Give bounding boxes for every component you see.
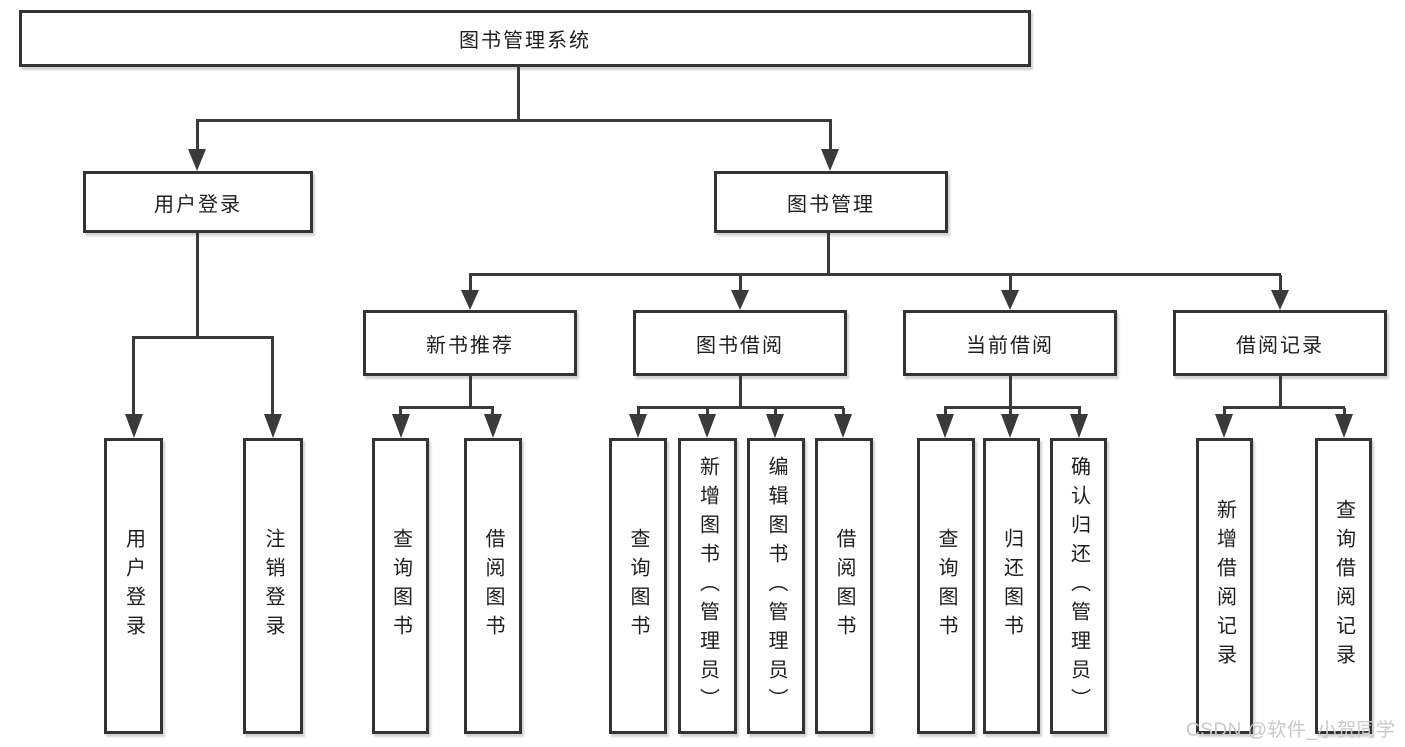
connector-borrowing-split-bar xyxy=(637,406,844,409)
connector-borrowing-stem xyxy=(739,376,742,406)
connector-user-login-drop xyxy=(196,121,199,151)
arrowhead-current-child2 xyxy=(1001,414,1019,438)
node-root-label: 图书管理系统 xyxy=(459,30,591,52)
leaf-query-books-current-label: 查询图书 xyxy=(935,528,957,644)
leaf-borrow-books: 借阅图书 xyxy=(815,438,873,734)
leaf-add-borrow-record-label: 新增借阅记录 xyxy=(1213,499,1236,673)
arrowhead-current xyxy=(1001,290,1019,310)
arrowhead-borrowing-child1 xyxy=(629,414,647,438)
arrowhead-current-child1 xyxy=(936,414,954,438)
connector-recommend-drop xyxy=(469,275,472,292)
node-book-management-label: 图书管理 xyxy=(787,193,875,216)
connector-borrowing-drop xyxy=(739,275,742,292)
connector-records-drop xyxy=(1279,275,1282,292)
arrowhead-borrowing-child4 xyxy=(834,414,852,438)
leaf-query-books-recommend-label: 查询图书 xyxy=(389,528,412,644)
leaf-borrow-books-recommend: 借阅图书 xyxy=(464,438,522,734)
connector-records-split-bar xyxy=(1223,406,1345,409)
leaf-return-books-label: 归还图书 xyxy=(1000,528,1023,644)
node-borrowing-records-label: 借阅记录 xyxy=(1236,334,1324,357)
node-user-login: 用户登录 xyxy=(83,171,313,233)
connector-borrowing-child3-drop xyxy=(774,408,777,416)
connector-book-mgmt-stem xyxy=(827,233,830,275)
connector-level2-bar xyxy=(196,119,832,122)
connector-current-stem xyxy=(1009,376,1012,406)
connector-user-login-stem xyxy=(196,233,199,336)
leaf-borrow-books-recommend-label: 借阅图书 xyxy=(482,528,504,644)
leaf-user-login-label: 用户登录 xyxy=(122,528,145,644)
leaf-add-books-admin: 新增图书（管理员） xyxy=(678,438,737,734)
node-borrowing-records: 借阅记录 xyxy=(1173,310,1387,376)
arrowhead-recommend-child1 xyxy=(392,414,410,438)
leaf-edit-books-admin-label: 编辑图书（管理员） xyxy=(765,455,787,717)
leaf-edit-books-admin: 编辑图书（管理员） xyxy=(747,438,805,734)
arrowhead-recommend-child2 xyxy=(484,414,502,438)
leaf-query-books-borrowing: 查询图书 xyxy=(609,438,667,734)
leaf-confirm-return-admin: 确认归还（管理员） xyxy=(1050,438,1107,734)
connector-records-child2-drop xyxy=(1343,408,1346,416)
node-book-management: 图书管理 xyxy=(714,171,948,233)
node-user-login-label: 用户登录 xyxy=(154,193,242,216)
leaf-query-borrow-record: 查询借阅记录 xyxy=(1315,438,1372,734)
arrowhead-leaf-user-login xyxy=(125,414,143,438)
connector-current-drop xyxy=(1009,275,1012,292)
node-book-borrowing: 图书借阅 xyxy=(633,310,847,376)
node-current-borrowing-label: 当前借阅 xyxy=(966,334,1054,357)
connector-leaf-user-login-drop xyxy=(132,338,135,416)
leaf-logout: 注销登录 xyxy=(243,438,303,734)
node-book-borrowing-label: 图书借阅 xyxy=(696,334,784,357)
leaf-query-books-current: 查询图书 xyxy=(917,438,975,734)
arrowhead-book-mgmt xyxy=(821,149,839,171)
arrowhead-records-child2 xyxy=(1335,414,1353,438)
arrowhead-borrowing-child2 xyxy=(698,414,716,438)
connector-current-child3-drop xyxy=(1078,408,1081,416)
arrowhead-records xyxy=(1271,290,1289,310)
connector-borrowing-child1-drop xyxy=(637,408,640,416)
arrowhead-current-child3 xyxy=(1070,414,1088,438)
connector-recommend-child2-drop xyxy=(491,408,494,416)
connector-book-mgmt-drop xyxy=(829,121,832,151)
arrowhead-leaf-logout xyxy=(264,414,282,438)
arrowhead-borrowing xyxy=(731,290,749,310)
connector-current-child2-drop xyxy=(1009,408,1012,416)
connector-borrowing-child4-drop xyxy=(842,408,845,416)
node-current-borrowing: 当前借阅 xyxy=(903,310,1117,376)
connector-records-child1-drop xyxy=(1223,408,1226,416)
connector-current-split-bar xyxy=(944,406,1081,409)
connector-records-stem xyxy=(1279,376,1282,406)
leaf-confirm-return-admin-label: 确认归还（管理员） xyxy=(1067,455,1090,717)
leaf-add-books-admin-label: 新增图书（管理员） xyxy=(696,455,719,717)
connector-user-login-bar xyxy=(132,336,274,339)
connector-level3-bar xyxy=(469,273,1281,276)
connector-recommend-stem xyxy=(469,376,472,406)
leaf-user-login: 用户登录 xyxy=(104,438,163,734)
node-new-book-recommendation-label: 新书推荐 xyxy=(426,334,514,357)
arrowhead-borrowing-child3 xyxy=(766,414,784,438)
leaf-return-books: 归还图书 xyxy=(983,438,1040,734)
connector-borrowing-child2-drop xyxy=(706,408,709,416)
arrowhead-records-child1 xyxy=(1215,414,1233,438)
leaf-query-books-recommend: 查询图书 xyxy=(372,438,429,734)
node-new-book-recommendation: 新书推荐 xyxy=(363,310,577,376)
leaf-query-books-borrowing-label: 查询图书 xyxy=(627,528,649,644)
connector-leaf-logout-drop xyxy=(271,338,274,416)
connector-current-child1-drop xyxy=(944,408,947,416)
node-root: 图书管理系统 xyxy=(19,10,1031,67)
leaf-add-borrow-record: 新增借阅记录 xyxy=(1196,438,1253,734)
arrowhead-recommend xyxy=(461,290,479,310)
connector-root-stem xyxy=(517,67,520,121)
connector-recommend-child1-drop xyxy=(399,408,402,416)
leaf-logout-label: 注销登录 xyxy=(262,528,284,644)
leaf-borrow-books-label: 借阅图书 xyxy=(833,528,855,644)
leaf-query-borrow-record-label: 查询借阅记录 xyxy=(1332,499,1355,673)
csdn-watermark: CSDN @软件_小贺同学 xyxy=(1186,720,1396,741)
connector-recommend-split-bar xyxy=(399,406,494,409)
arrowhead-user-login xyxy=(188,149,206,171)
